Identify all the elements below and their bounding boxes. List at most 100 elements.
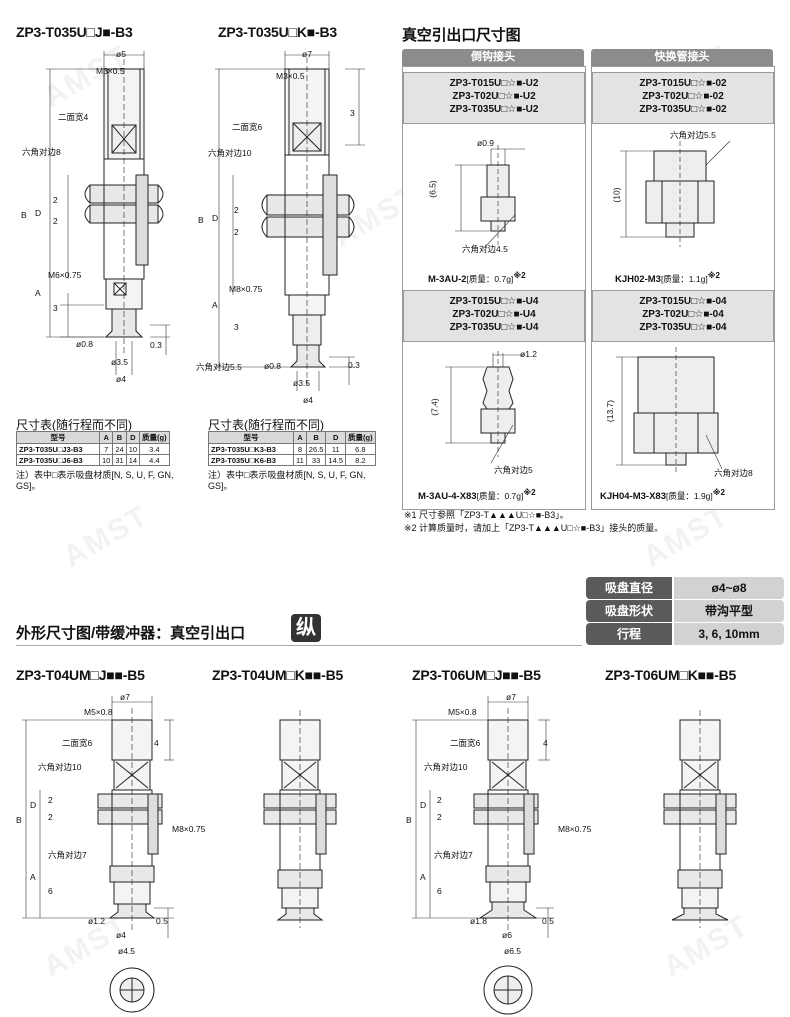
cell: 8.2 [345, 454, 376, 466]
col-mass: 质量(g) [345, 431, 376, 444]
model-line: ZP3-T02U□☆■-04 [642, 309, 724, 320]
fitting-name: M-3AU-2 [428, 274, 467, 286]
spec-key: 行程 [586, 623, 672, 645]
drawing-kjh04-m3 [616, 347, 723, 475]
dim-m5: M5×0.8 [448, 707, 477, 717]
cell: 4.4 [139, 454, 170, 466]
dim-phi65: ø6.5 [504, 946, 522, 956]
dim-2a: 2 [53, 195, 58, 205]
cell: 10 [98, 454, 114, 466]
spec-stroke: 行程 3, 6, 10mm [586, 623, 784, 645]
fitting-name: KJH02-M3 [615, 274, 661, 286]
cell: 26.5 [305, 443, 327, 455]
cell: 14 [125, 454, 141, 466]
dim-phi35: ø3.5 [111, 357, 129, 367]
dim-10: (10) [611, 187, 622, 203]
cell: 7 [98, 443, 114, 455]
watermark: AMST [637, 499, 735, 575]
label-hex-10: 六角对边10 [38, 762, 82, 772]
label-hex-5-5: 六角对边5.5 [196, 362, 242, 372]
drawing-zp3-t06um-k [663, 710, 737, 928]
cell: 6.8 [345, 443, 376, 455]
spec-key: 吸盘形状 [586, 600, 672, 622]
size-table-2: 型号 A B D 质量(g) ZP3-T035U□K3-B3 8 26.5 11… [208, 431, 376, 466]
label-two-face: 二面宽4 [58, 112, 89, 122]
footnote-mark: ※2 [712, 488, 726, 497]
dim-D: D [212, 213, 219, 223]
size-table-1: 型号 A B D 质量(g) ZP3-T035U□J3-B3 7 24 10 3… [16, 431, 170, 466]
dim-B: B [406, 815, 412, 825]
dim-2b: 2 [48, 812, 53, 822]
drawing-zp3-t04um-k [263, 710, 337, 928]
model-line: ZP3-T035U□☆■-U4 [449, 322, 539, 333]
watermark: AMST [57, 499, 155, 575]
dim-phi08: ø0.8 [76, 339, 94, 349]
dim-2a: 2 [48, 795, 53, 805]
drawing-zp3-t035u-k [215, 51, 365, 391]
dim-m6: M6×0.75 [48, 270, 82, 280]
dim-m3: M3×0.5 [96, 66, 125, 76]
spec-pad-shape: 吸盘形状 带沟平型 [586, 600, 784, 622]
dim-6-5: (6.5) [427, 180, 438, 198]
dim-4: 4 [543, 738, 548, 748]
dim-6: 6 [48, 886, 53, 896]
table-row: ZP3-T035U□K3-B3 8 26.5 11 6.8 [208, 443, 376, 455]
dim-6: 6 [437, 886, 442, 896]
table-1-note: 注）表中□表示吸盘材质[N, S, U, F, GN, GS]。 [16, 470, 174, 491]
dim-phi18: ø1.8 [470, 916, 488, 926]
col-d: D [125, 431, 141, 444]
dim-phi5: ø5 [116, 49, 126, 59]
dim-phi4: ø4 [116, 374, 126, 384]
label-hex-5-5: 六角对边5.5 [670, 130, 716, 140]
footnote-mark: ※2 [707, 271, 720, 280]
model-title-b4: ZP3-T06UM□K■■-B5 [605, 667, 737, 683]
cell: 33 [305, 454, 327, 466]
dim-m8: M8×0.75 [172, 824, 206, 834]
cell: 11 [325, 443, 347, 455]
cell: ZP3-T035U□J6-B3 [16, 454, 100, 466]
section-rule [16, 645, 582, 646]
spec-value: 3, 6, 10mm [674, 623, 784, 645]
dim-B: B [16, 815, 22, 825]
model-title-b3: ZP3-T06UM□J■■-B5 [412, 667, 541, 683]
footnote-1: ※1 尺寸参照「ZP3-T▲▲▲U□☆■-B3」。 [404, 510, 569, 520]
drawing-zp3-t04um-j [22, 696, 174, 1013]
dim-phi09: ø0.9 [477, 138, 495, 148]
model-title-b2: ZP3-T04UM□K■■-B5 [212, 667, 344, 683]
cell: ZP3-T035U□K6-B3 [208, 454, 294, 466]
vacuum-port-title: 真空引出口尺寸图 [402, 27, 521, 44]
dim-m5: M5×0.8 [84, 707, 113, 717]
panel-barb-header: 倒钩接头 [402, 49, 584, 66]
model-line: ZP3-T015U□☆■-02 [639, 78, 727, 89]
cell: 3.4 [139, 443, 170, 455]
dim-3: 3 [350, 108, 355, 118]
dim-A: A [420, 872, 426, 882]
dim-2b: 2 [234, 227, 239, 237]
dim-D: D [35, 208, 42, 218]
dim-05: 0.5 [156, 916, 168, 926]
dim-2a: 2 [234, 205, 239, 215]
model-line: ZP3-T02U□☆■-U4 [452, 309, 536, 320]
label-hex-4-5: 六角对边4.5 [462, 244, 508, 254]
model-line: ZP3-T015U□☆■-04 [639, 296, 727, 307]
fitting-weight: [质量：1.1g] [660, 274, 708, 285]
col-d: D [325, 431, 347, 444]
dim-7-4: (7.4) [429, 398, 440, 416]
col-a: A [98, 431, 114, 444]
cell: 14.5 [325, 454, 347, 466]
caption-kjh02-m3: KJH02-M3[质量：1.1g]※2 [615, 271, 720, 285]
drawing-m-3au-4 [445, 351, 525, 464]
drawing-zp3-t06um-j [412, 696, 554, 1015]
dim-A: A [35, 288, 41, 298]
dim-05: 0.5 [542, 916, 554, 926]
dim-13-7: (13.7) [605, 399, 616, 423]
model-line: ZP3-T015U□☆■-U4 [449, 296, 539, 307]
dim-phi6: ø6 [502, 930, 512, 940]
dim-A: A [30, 872, 36, 882]
caption-m-3au-4-x83: M-3AU-4-X83[质量：0.7g]※2 [418, 488, 536, 502]
model-title-b1: ZP3-T04UM□J■■-B5 [16, 667, 145, 683]
dim-m3: M3×0.5 [276, 71, 305, 81]
table-row: ZP3-T035U□J6-B3 10 31 14 4.4 [16, 454, 170, 466]
label-two-face: 二面宽6 [62, 738, 93, 748]
dim-phi12: ø1.2 [520, 349, 538, 359]
